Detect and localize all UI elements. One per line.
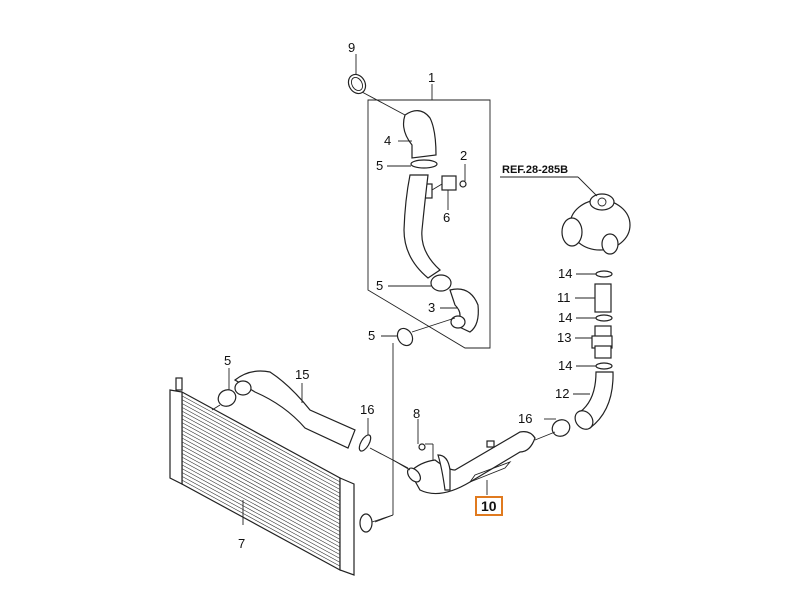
callout-5[interactable]: 5	[376, 158, 384, 173]
intercooler-fin	[181, 460, 341, 548]
intercooler-fin	[181, 422, 341, 509]
intercooler-fin	[181, 453, 341, 540]
intercooler-fin	[181, 464, 341, 552]
callout-11[interactable]: 11	[557, 290, 571, 305]
callout-6[interactable]: 6	[443, 210, 451, 225]
intercooler-fin	[181, 430, 341, 517]
clamp-5d	[217, 389, 237, 407]
intercooler-fin	[181, 433, 341, 521]
callout-4[interactable]: 4	[384, 133, 392, 148]
reference-label[interactable]: REF.28-285B	[502, 164, 569, 176]
callout-14[interactable]: 14	[558, 310, 573, 325]
hose-long	[403, 174, 441, 279]
intercooler-fin	[181, 414, 341, 502]
callout-5[interactable]: 5	[376, 278, 384, 293]
callout-7[interactable]: 7	[238, 536, 246, 551]
clamp-16b	[551, 419, 571, 437]
callout-12[interactable]: 12	[555, 386, 570, 401]
clamp-5c	[396, 327, 414, 347]
callout-2[interactable]: 2	[460, 148, 468, 163]
intercooler-fin	[181, 441, 341, 529]
intercooler-fin	[181, 472, 341, 559]
callout-14[interactable]: 14	[558, 358, 573, 373]
hose-15	[233, 370, 356, 449]
intercooler-7	[169, 377, 394, 576]
intercooler-fin	[181, 403, 341, 490]
callout-9[interactable]: 9	[348, 40, 356, 55]
clamp-14c	[595, 362, 613, 370]
intercooler-fin	[181, 426, 341, 513]
callout-1[interactable]: 1	[428, 70, 436, 85]
clamp-14b	[595, 314, 613, 322]
callout-8[interactable]: 8	[413, 406, 421, 421]
callout-16[interactable]: 16	[360, 402, 375, 417]
callout-3[interactable]: 3	[428, 300, 436, 315]
callout-13[interactable]: 13	[557, 330, 572, 345]
callout-16[interactable]: 16	[518, 411, 533, 426]
assembly-1-frame	[367, 99, 491, 349]
intercooler-fin	[181, 449, 341, 536]
clamp-5a	[410, 159, 438, 169]
intercooler-fin	[181, 479, 341, 567]
clamp-16a	[358, 434, 372, 452]
pipe-10	[409, 431, 536, 495]
callout-15[interactable]: 15	[295, 367, 310, 382]
intercooler-fin	[181, 445, 341, 532]
callout-10-highlighted[interactable]: 10	[475, 496, 503, 516]
clamp-9	[347, 54, 406, 116]
clamp-5b	[430, 274, 452, 292]
callout-5[interactable]: 5	[224, 353, 232, 368]
coupling-13	[591, 325, 613, 359]
clamp-14a	[595, 270, 613, 278]
intercooler-fin	[181, 395, 341, 483]
intercooler-fin	[181, 399, 341, 486]
turbocharger	[500, 176, 631, 255]
hose-3	[449, 288, 479, 333]
intercooler-fin	[181, 418, 341, 506]
callout-14[interactable]: 14	[558, 266, 573, 281]
intercooler-fin	[181, 456, 341, 544]
callout-5[interactable]: 5	[368, 328, 376, 343]
hose-4	[402, 110, 437, 159]
hose-11	[594, 283, 612, 313]
intercooler-fin	[181, 437, 341, 525]
intercooler-fin	[181, 468, 341, 555]
intercooler-fin	[181, 407, 341, 494]
intercooler-fin	[181, 410, 341, 498]
intercooler-fin	[181, 476, 341, 563]
